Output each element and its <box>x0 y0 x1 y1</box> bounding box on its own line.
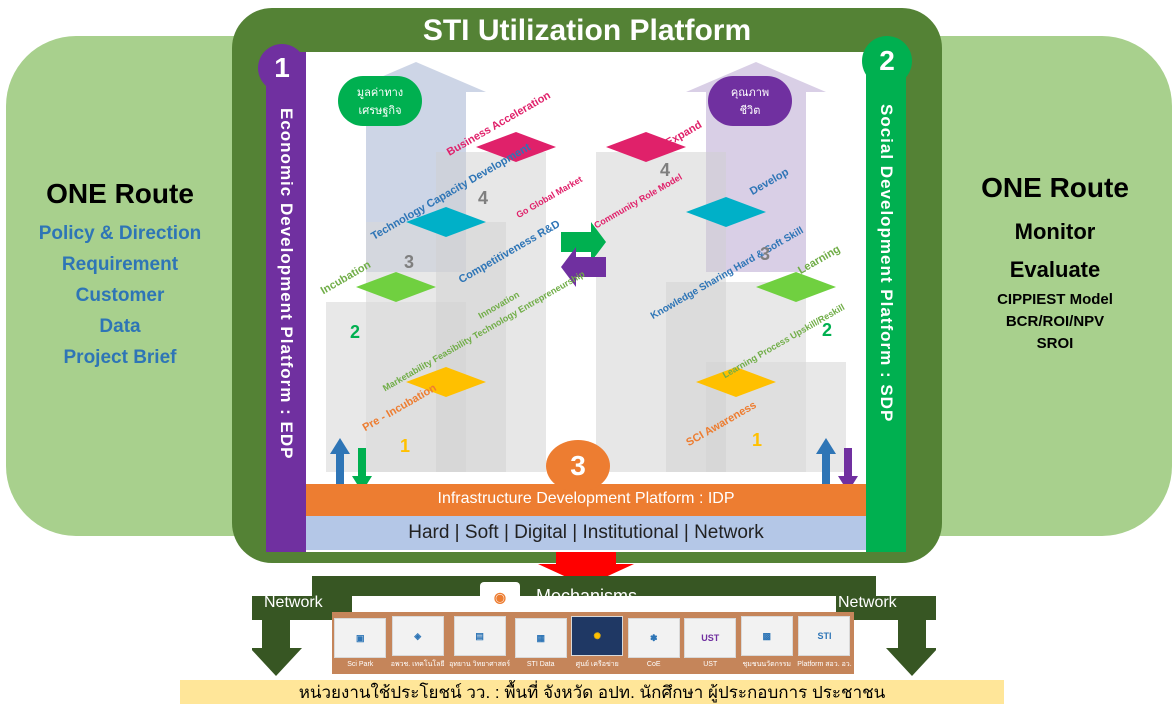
sti-platform-icon: STI <box>798 616 851 656</box>
right-item: Evaluate <box>1009 257 1101 282</box>
idp-label: Infrastructure Development Platform : ID… <box>437 490 735 507</box>
mechanism-label: Sci Park <box>347 661 374 668</box>
mechanism-label: ศูนย์ เครือข่าย <box>575 661 619 668</box>
mechanisms-title: Mechanisms <box>536 586 638 606</box>
left-item: Requirement <box>61 254 179 275</box>
idp-number: 3 <box>570 450 586 481</box>
left-item: Project Brief <box>63 347 177 368</box>
idp-types-label: Hard | Soft | Digital | Institutional | … <box>408 522 764 543</box>
arrow-up <box>330 438 350 486</box>
mechanism-item: ▦ STI Data <box>514 618 567 668</box>
right-item: Monitor <box>1014 219 1096 244</box>
mechanism-label: CoE <box>646 661 661 668</box>
edp-stairs-top <box>436 152 546 472</box>
sci-park-icon: ▣ <box>334 618 387 658</box>
mechanism-item: ✺ ศูนย์ เครือข่าย <box>571 616 624 670</box>
edp-tile-2 <box>356 272 436 302</box>
mechanisms-logo: ◉ <box>480 582 520 612</box>
sdp-tile-1 <box>696 367 776 397</box>
network-right-arrow <box>886 620 936 676</box>
mechanism-item: ▤ อุทยาน วิทยาศาสตร์ <box>449 616 510 670</box>
edp-bar <box>266 52 306 552</box>
left-item: Policy & Direction <box>38 223 202 244</box>
mechanism-item: STI Platform สอว. อว. <box>797 616 852 670</box>
edp-step-number-2: 2 <box>350 322 361 342</box>
arrow-up <box>816 438 836 486</box>
sdp-step-number-3: 3 <box>760 244 771 264</box>
sdp-stairs-top <box>596 152 726 472</box>
edp-tile-4 <box>476 132 556 162</box>
sdp-value-badge-text: คุณภาพ ชีวิต <box>730 87 770 117</box>
left-item: Data <box>99 316 141 337</box>
idp-types-bar <box>306 516 866 550</box>
arrow-down <box>352 448 372 492</box>
left-updown-arrows <box>330 438 372 492</box>
edp-step-number-4: 4 <box>478 188 489 208</box>
mechanism-item: ▣ Sci Park <box>334 618 387 668</box>
idp-number-circle: 3 <box>546 440 610 492</box>
sdp-number: 2 <box>879 45 895 76</box>
mechanism-item: ✽ CoE <box>627 618 680 668</box>
edp-tile-3 <box>406 207 486 237</box>
sdp-bar <box>866 52 906 552</box>
mechanism-item: UST UST <box>684 618 737 668</box>
mechanism-label: Platform สอว. อว. <box>797 661 852 668</box>
edp-value-badge: มูลค่าทาง เศรษฐกิจ <box>338 76 422 126</box>
sdp-step-number-4: 4 <box>660 160 671 180</box>
right-item-list: Monitor Evaluate CIPPIEST Model BCR/ROI/… <box>955 213 1155 355</box>
coe-icon: ✽ <box>627 618 680 658</box>
mechanism-item: ◈ อพวช. เทคโนโลยี <box>391 616 445 670</box>
edp-number: 1 <box>274 52 290 83</box>
sdp-step-number-1: 1 <box>752 430 763 450</box>
edp-label: Economic Development Platform : EDP <box>277 108 296 460</box>
edp-value-badge-text: มูลค่าทาง เศรษฐกิจ <box>356 87 404 117</box>
red-down-arrow <box>538 552 634 586</box>
sdp-tile-3 <box>686 197 766 227</box>
network-right-label: Network <box>838 594 897 611</box>
sdp-step-number-2: 2 <box>822 320 833 340</box>
mechanisms-panel: ▣ Sci Park ◈ อพวช. เทคโนโลยี ▤ อุทยาน วิ… <box>332 612 854 674</box>
network-left-label: Network <box>264 594 323 611</box>
mechanism-label: UST <box>703 661 718 668</box>
network-center-icon: ✺ <box>571 616 624 656</box>
right-subitem: BCR/ROI/NPV <box>1005 313 1105 330</box>
platform-title: STI Utilization Platform <box>422 14 752 47</box>
edp-step-number-1: 1 <box>400 436 411 456</box>
edp-number-circle: 1 <box>258 44 306 92</box>
mechanism-label: STI Data <box>526 661 555 668</box>
ust-icon: UST <box>684 618 737 658</box>
community-innovation-icon: ▩ <box>740 616 793 656</box>
footer-text: หน่วยงานใช้ประโยชน์ วว. : พื้นที่ จังหวั… <box>298 682 886 702</box>
tech-icon: ◈ <box>391 616 444 656</box>
sdp-label: Social Development Platform : SDP <box>877 104 896 423</box>
right-subitem: SROI <box>1036 335 1074 352</box>
left-item: Customer <box>75 285 165 306</box>
mechanism-label: อพวช. เทคโนโลยี <box>390 661 445 668</box>
arrow-down <box>838 448 858 492</box>
edp-step-number-3: 3 <box>404 252 415 272</box>
edp-tile-1 <box>406 367 486 397</box>
sdp-tile-4 <box>606 132 686 162</box>
right-updown-arrows <box>816 438 858 492</box>
mechanism-label: ชุมชนนวัตกรรม <box>742 661 792 668</box>
network-arrows <box>252 576 936 676</box>
staircase-graphic <box>326 62 846 472</box>
right-heading: ONE Route <box>981 172 1129 203</box>
logo-icon: ◉ <box>493 588 507 605</box>
sdp-number-circle: 2 <box>862 36 912 86</box>
right-subitem: CIPPIEST Model <box>997 291 1113 308</box>
mechanism-item: ▩ ชุมชนนวัตกรรม <box>740 616 793 670</box>
exchange-arrow-left <box>561 247 606 287</box>
left-item-list: Policy & Direction Requirement Customer … <box>10 218 230 373</box>
footer-bar: หน่วยงานใช้ประโยชน์ วว. : พื้นที่ จังหวั… <box>180 680 1004 704</box>
sti-data-icon: ▦ <box>514 618 567 658</box>
mechanism-label: อุทยาน วิทยาศาสตร์ <box>449 661 511 668</box>
sdp-tile-2 <box>756 272 836 302</box>
left-heading: ONE Route <box>46 178 194 209</box>
sdp-value-badge: คุณภาพ ชีวิต <box>708 76 792 126</box>
network-left-arrow <box>252 620 302 676</box>
science-park-icon: ▤ <box>453 616 506 656</box>
